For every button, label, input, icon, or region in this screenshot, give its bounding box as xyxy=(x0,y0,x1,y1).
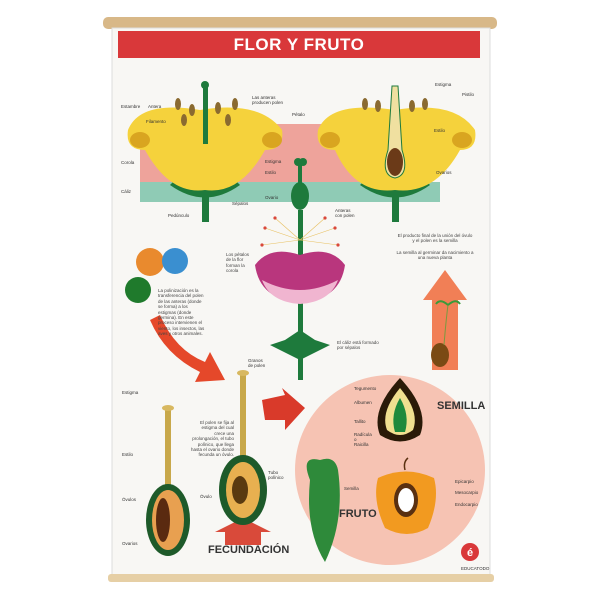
text-petalos: Los pétalos de la flor forman la corola xyxy=(226,252,250,274)
label-granos-polen: Granos de polen xyxy=(248,358,266,369)
label-antera: Antera xyxy=(148,104,162,109)
label-pistilo: Pistilo xyxy=(462,92,475,97)
fruit-circle xyxy=(295,375,485,565)
label-tallito: Tallito xyxy=(354,419,366,424)
heading-fruto: FRUTO xyxy=(339,508,377,520)
label-ovulos-f: Óvulos xyxy=(122,497,137,502)
label-epicarpio: Epicarpio xyxy=(455,479,474,484)
label-corola: Corola xyxy=(121,160,135,165)
heading-semilla: SEMILLA xyxy=(437,400,486,412)
label-estilo-right: Estilo xyxy=(434,128,446,133)
label-estigma: Estigma xyxy=(265,159,282,164)
bee-circle xyxy=(136,248,164,276)
pea-pod-illustration xyxy=(306,458,340,562)
text-polen-fija: El polen se fija al estigma del cual cre… xyxy=(190,420,234,458)
butterfly-circle xyxy=(125,277,151,303)
label-estambre: Estambre xyxy=(121,104,141,109)
pistil-illustration xyxy=(291,158,309,210)
label-petalo: Pétalo xyxy=(292,112,305,117)
label-estigma-f: Estigma xyxy=(122,390,139,395)
poster-title: FLOR Y FRUTO xyxy=(118,31,480,58)
bottom-rod xyxy=(108,574,494,582)
label-anteras-con-polen: Anteras con polen xyxy=(335,208,355,219)
pistil-left-illustration xyxy=(146,405,190,556)
germination-arrow xyxy=(423,270,467,370)
bird-circle xyxy=(162,248,188,274)
label-albumen: Albumen xyxy=(354,400,372,405)
label-tegumento: Tegumento xyxy=(354,386,377,391)
logo-mark xyxy=(461,543,479,561)
label-estigma-right: Estigma xyxy=(435,82,452,87)
label-tubo-polinico: Tubo polínico xyxy=(268,470,284,481)
label-ovulo-f: Óvulo xyxy=(200,494,212,499)
text-producto: El producto final de la unión del óvulo … xyxy=(397,233,473,244)
logo-text: EDUCATODO xyxy=(461,566,490,571)
svg-text:é: é xyxy=(467,547,473,559)
label-endocarpio: Endocarpio xyxy=(455,502,478,507)
pistil-right-illustration xyxy=(219,370,267,525)
label-filamento: Filamento xyxy=(146,119,166,124)
label-mesocarpio: Mesocarpio xyxy=(455,490,479,495)
label-estilo-f: Estilo xyxy=(122,452,134,457)
flower-right-illustration xyxy=(317,85,476,222)
fecundacion-arrow xyxy=(215,518,271,545)
label-sepalos: Sépalos xyxy=(232,201,249,206)
text-germinar: La semilla al germinar da nacimiento a u… xyxy=(396,250,474,261)
heading-fecundacion: FECUNDACIÓN xyxy=(208,544,290,556)
flower-left-illustration xyxy=(127,81,283,222)
pollination-arrow xyxy=(150,315,225,382)
germinating-seed xyxy=(431,343,449,367)
purple-flower-illustration xyxy=(255,210,345,380)
label-radicula: Radícula o Raicilla xyxy=(354,432,372,448)
label-ovarios-right: Ovarios xyxy=(436,170,452,175)
label-ovario: Ovario xyxy=(265,195,279,200)
label-caliz: Cáliz xyxy=(121,189,132,194)
text-polinizacion: La polinización es la transferencia del … xyxy=(158,288,205,337)
label-ovarios-f: Ovarios xyxy=(122,541,138,546)
label-semilla: Semilla xyxy=(344,486,359,491)
label-pedunculo: Pedúnculo xyxy=(168,213,190,218)
label-estilo: Estilo xyxy=(265,170,277,175)
text-caliz: El cáliz está formado por sépalos xyxy=(337,340,379,351)
label-anteras-polen: Las anteras producen polen xyxy=(252,95,284,106)
fruit-arrow xyxy=(262,388,305,430)
top-rod xyxy=(103,17,497,29)
